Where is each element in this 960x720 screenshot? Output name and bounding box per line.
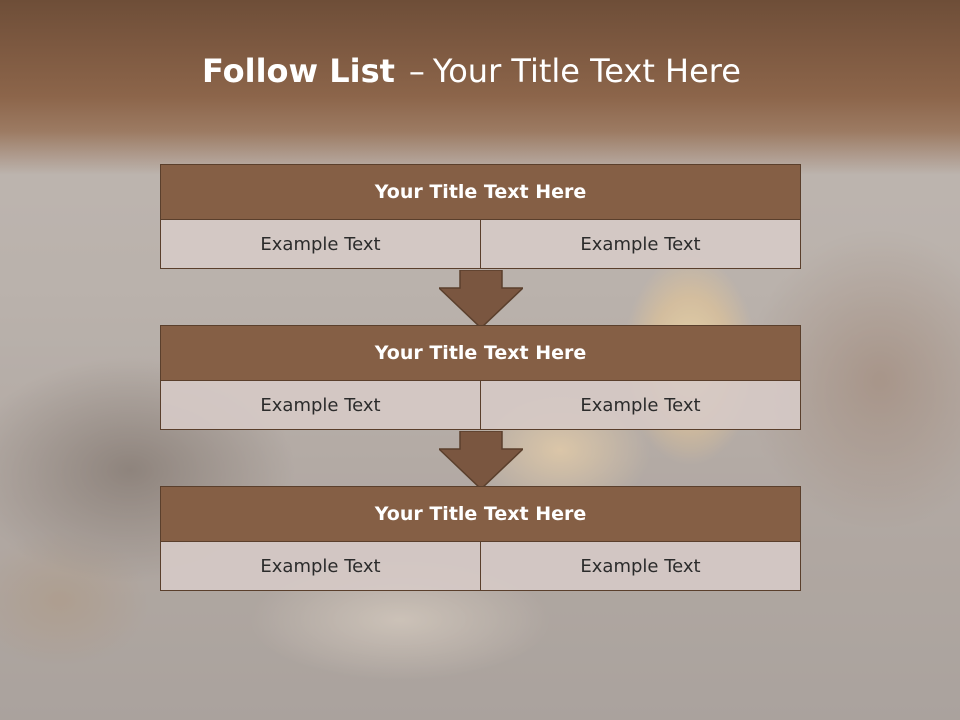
block-title: Your Title Text Here — [160, 164, 801, 220]
block-cell-left: Example Text — [160, 542, 481, 591]
block-title: Your Title Text Here — [160, 325, 801, 381]
block-cell-right: Example Text — [481, 381, 801, 430]
slide-title-dash: – — [408, 52, 425, 90]
slide-title-sub: Your Title Text Here — [432, 52, 741, 90]
down-arrow-icon — [439, 270, 523, 328]
block-cell-left: Example Text — [160, 220, 481, 269]
list-block-3: Your Title Text Here Example Text Exampl… — [160, 486, 801, 591]
block-title: Your Title Text Here — [160, 486, 801, 542]
block-cell-right: Example Text — [481, 220, 801, 269]
slide-title: Follow List–Your Title Text Here — [0, 52, 943, 90]
block-cell-right: Example Text — [481, 542, 801, 591]
block-row: Example Text Example Text — [160, 542, 801, 591]
title-band — [0, 0, 960, 175]
down-arrow-icon — [439, 431, 523, 489]
block-cell-left: Example Text — [160, 381, 481, 430]
list-block-1: Your Title Text Here Example Text Exampl… — [160, 164, 801, 269]
block-row: Example Text Example Text — [160, 381, 801, 430]
block-row: Example Text Example Text — [160, 220, 801, 269]
slide-title-main: Follow List — [202, 52, 395, 90]
list-block-2: Your Title Text Here Example Text Exampl… — [160, 325, 801, 430]
